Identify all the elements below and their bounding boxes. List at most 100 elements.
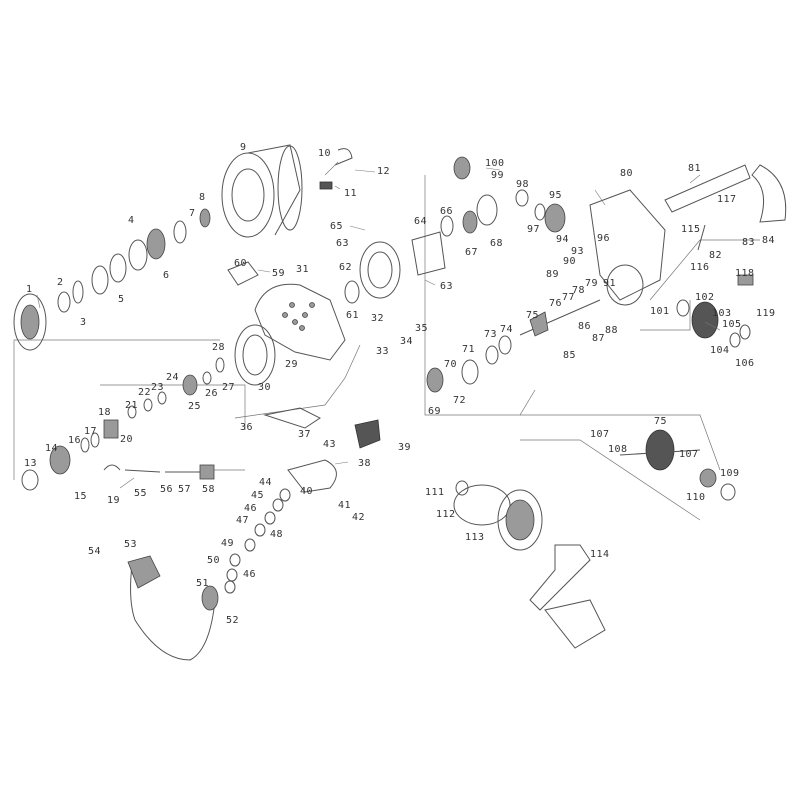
label: 57 bbox=[178, 484, 191, 495]
main-bearing-74 bbox=[498, 335, 512, 355]
label: 27 bbox=[222, 382, 235, 393]
label: 14 bbox=[45, 443, 58, 454]
label: 83 bbox=[742, 237, 755, 248]
bail-washer-17 bbox=[90, 432, 100, 448]
label: 46 bbox=[243, 569, 256, 580]
label: 75 bbox=[526, 310, 539, 321]
label: 105 bbox=[722, 319, 742, 330]
label: 22 bbox=[138, 387, 151, 398]
leader-lines bbox=[36, 161, 721, 489]
label: 33 bbox=[376, 346, 389, 357]
label: 75 bbox=[654, 416, 667, 427]
label: 1 bbox=[26, 284, 33, 295]
label: 17 bbox=[84, 426, 97, 437]
rotor-cover-59 bbox=[227, 261, 259, 286]
spool-body bbox=[221, 152, 275, 238]
bail-trip-36 bbox=[263, 407, 321, 429]
label: 86 bbox=[578, 321, 591, 332]
label: 113 bbox=[465, 532, 485, 543]
label: 74 bbox=[500, 324, 513, 335]
label: 8 bbox=[199, 192, 206, 203]
label: 44 bbox=[259, 477, 272, 488]
label: 13 bbox=[24, 458, 37, 469]
label: 49 bbox=[221, 538, 234, 549]
label: 39 bbox=[398, 442, 411, 453]
label: 68 bbox=[490, 238, 503, 249]
handle-ring-110 bbox=[720, 483, 736, 501]
bail-spring-55 bbox=[124, 469, 161, 473]
label: 58 bbox=[202, 484, 215, 495]
label: 82 bbox=[709, 250, 722, 261]
label: 28 bbox=[212, 342, 225, 353]
bearing-66 bbox=[440, 215, 454, 237]
label: 16 bbox=[68, 435, 81, 446]
bail-wire-52 bbox=[130, 564, 216, 661]
label: 76 bbox=[549, 298, 562, 309]
label: 52 bbox=[226, 615, 239, 626]
label: 97 bbox=[527, 224, 540, 235]
label: 85 bbox=[563, 350, 576, 361]
bail-arm-18 bbox=[103, 419, 119, 439]
label: 48 bbox=[270, 529, 283, 540]
handle-bearing-109 bbox=[699, 468, 717, 488]
label: 23 bbox=[151, 382, 164, 393]
drive-gear-102 bbox=[691, 301, 719, 339]
body-screw-118 bbox=[737, 274, 754, 286]
label: 66 bbox=[440, 206, 453, 217]
label: 63 bbox=[336, 238, 349, 249]
main-bearing-71 bbox=[461, 359, 479, 385]
bail-spring-19 bbox=[103, 464, 121, 471]
drag-washer-7 bbox=[173, 220, 187, 244]
label: 63 bbox=[440, 281, 453, 292]
bail-washer-21 bbox=[127, 405, 137, 419]
pinion-bearing-62 bbox=[359, 241, 401, 299]
label: 87 bbox=[592, 333, 605, 344]
label: 69 bbox=[428, 406, 441, 417]
label: 64 bbox=[414, 216, 427, 227]
label: 72 bbox=[453, 395, 466, 406]
drag-washer-6b bbox=[146, 228, 166, 260]
bail-assembly bbox=[21, 371, 381, 661]
spool-clip-11 bbox=[319, 181, 333, 190]
label: 60 bbox=[234, 258, 247, 269]
label: 50 bbox=[207, 555, 220, 566]
bearing-68 bbox=[476, 194, 498, 226]
bail-nut-13 bbox=[21, 469, 39, 491]
rotor-washer-27 bbox=[215, 357, 225, 373]
label: 37 bbox=[298, 429, 311, 440]
gear-67 bbox=[462, 210, 478, 234]
bail-arm-53-pivot bbox=[201, 585, 219, 611]
handle-knob bbox=[544, 599, 606, 649]
label: 24 bbox=[166, 372, 179, 383]
body-assembly bbox=[426, 156, 787, 393]
label: 70 bbox=[444, 359, 457, 370]
handle-assembly bbox=[453, 429, 736, 649]
main-bearing-73 bbox=[485, 345, 499, 365]
label: 56 bbox=[160, 484, 173, 495]
handle-ring-111 bbox=[455, 480, 469, 496]
bail-washer-16 bbox=[80, 437, 90, 453]
label: 2 bbox=[57, 277, 64, 288]
rotor-plate-64 bbox=[411, 231, 446, 276]
bail-arm-40 bbox=[287, 459, 337, 493]
bail-washer-23 bbox=[157, 391, 167, 405]
label: 42 bbox=[352, 512, 365, 523]
label: 89 bbox=[546, 269, 559, 280]
label: 55 bbox=[134, 488, 147, 499]
label: 115 bbox=[681, 224, 701, 235]
label: 29 bbox=[285, 359, 298, 370]
body-bearing-100 bbox=[453, 156, 471, 180]
body-collar-98 bbox=[515, 189, 529, 207]
label: 11 bbox=[344, 188, 357, 199]
drag-washer-5 bbox=[91, 265, 109, 295]
label: 90 bbox=[563, 256, 576, 267]
label: 25 bbox=[188, 401, 201, 412]
drive-washer-101 bbox=[676, 299, 690, 317]
label: 45 bbox=[251, 490, 264, 501]
label: 111 bbox=[425, 487, 445, 498]
label: 93 bbox=[571, 246, 584, 257]
bail-arm-14 bbox=[49, 445, 71, 475]
drag-washer-8 bbox=[199, 208, 211, 228]
body-bearing-105 bbox=[739, 324, 751, 340]
bail-holder-58 bbox=[199, 464, 215, 480]
